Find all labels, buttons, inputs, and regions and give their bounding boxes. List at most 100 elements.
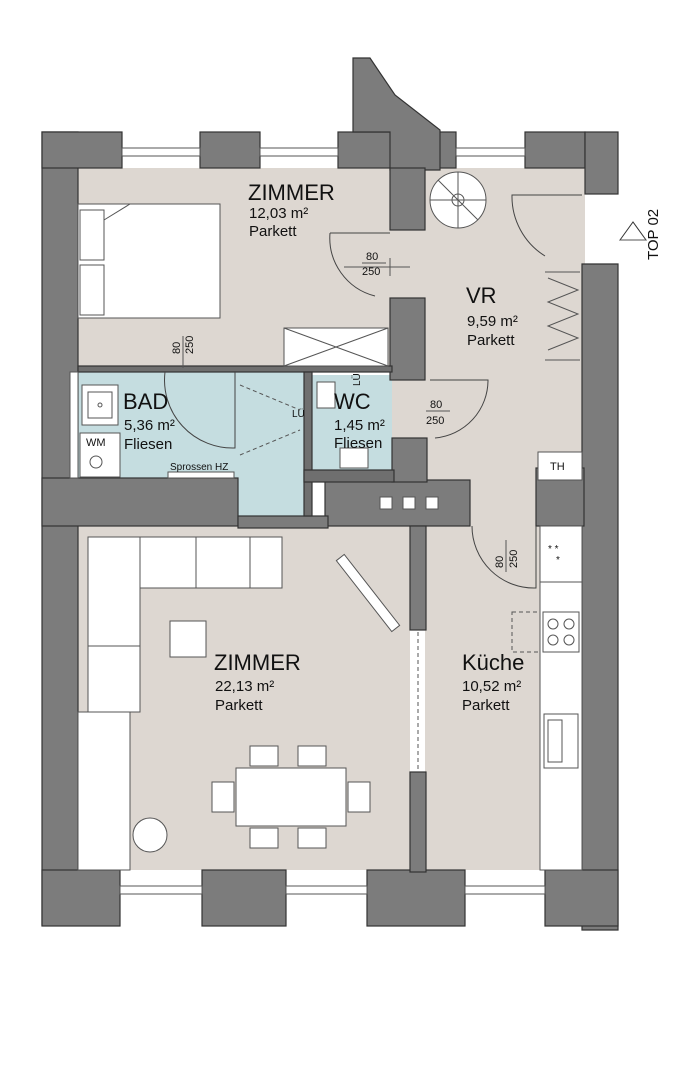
wall-bottom-4 (544, 869, 619, 927)
room-name-zimmer-big: ZIMMER (214, 650, 301, 675)
sideboard (77, 711, 131, 871)
garderobe (545, 271, 580, 361)
room-area-vr: 9,59 m² (467, 313, 518, 330)
wall-bottom-2 (201, 869, 287, 927)
misc-labels: WM TH Sprossen HZ LÜ LÜ TOP 02 (86, 209, 662, 473)
wall-inner-h3 (41, 477, 239, 527)
coffee-table (169, 620, 207, 658)
door-bad-height: 250 (184, 336, 196, 354)
window-top-1 (121, 147, 201, 157)
shaft-3 (425, 496, 439, 510)
door-bad-width: 80 (171, 342, 183, 354)
room-area-zimmer-top: 12,03 m² (249, 205, 308, 222)
chair-6 (347, 781, 371, 813)
dining-table (235, 767, 347, 827)
wardrobe-x2 (283, 327, 389, 367)
room-name-bad: BAD (123, 389, 168, 414)
shower-swing (239, 384, 301, 456)
floor-kueche-link (468, 480, 538, 528)
room-floor-zimmer-big: Parkett (215, 697, 263, 714)
door-wc-width: 80 (430, 399, 442, 411)
window-bottom-1 (119, 885, 203, 895)
wall-top-1 (41, 131, 123, 169)
door-entry-swing (511, 194, 582, 257)
wall-wc-bottom (303, 469, 395, 483)
room-area-bad: 5,36 m² (124, 417, 175, 434)
window-bottom-3 (464, 885, 546, 895)
chair-3 (249, 827, 279, 849)
bathroom-sink (81, 384, 119, 426)
wall-inner-v3 (409, 525, 427, 631)
entry-arrow-icon (619, 221, 647, 241)
door-wc-swing (430, 379, 489, 439)
room-floor-kueche: Parkett (462, 697, 510, 714)
room-area-kueche: 10,52 m² (462, 678, 521, 695)
room-floor-wc: Fliesen (334, 435, 382, 452)
wall-top-5 (584, 131, 619, 195)
fridge-star-icon: * * (548, 544, 559, 555)
wall-bottom-1 (41, 869, 121, 927)
kitchen-sink (543, 713, 579, 769)
th-label: TH (550, 461, 565, 473)
wall-inner-h4 (237, 515, 329, 529)
shaft-2 (402, 496, 416, 510)
door-bad-swing (164, 371, 236, 449)
kitchen-counter (539, 525, 583, 871)
room-floor-bad: Fliesen (124, 436, 172, 453)
room-area-wc: 1,45 m² (334, 417, 385, 434)
sprossen-label: Sprossen HZ (170, 462, 228, 473)
plant-icon (132, 817, 168, 853)
tv (335, 553, 401, 633)
room-floor-zimmer-top: Parkett (249, 223, 297, 240)
wc-toilet (339, 447, 369, 469)
door-zimmer1-height: 250 (362, 266, 380, 278)
lue-label-shower: LÜ (292, 408, 305, 420)
windows (69, 147, 546, 895)
top-label: TOP 02 (645, 209, 662, 260)
room-area-zimmer-big: 22,13 m² (215, 678, 274, 695)
room-name-vr: VR (466, 283, 497, 308)
washing-machine (79, 432, 121, 478)
floor-shower (238, 370, 304, 518)
kitchen-stove (542, 611, 580, 653)
wall-inner-v4 (409, 771, 427, 873)
window-bottom-2 (285, 885, 368, 895)
wall-inner-v1 (389, 167, 426, 231)
wall-left (41, 131, 79, 926)
door-dimensions: 80 250 250 80 80 250 250 80 (171, 251, 520, 572)
window-top-2 (259, 147, 339, 157)
wm-label: WM (86, 437, 106, 449)
wc-basin (316, 381, 336, 409)
wall-top-2 (199, 131, 261, 169)
radiator-bad (167, 471, 235, 479)
bed-pillow-2 (79, 264, 105, 316)
fridge-star-icon-2: * (556, 555, 560, 566)
door-zimmer1-width: 80 (366, 251, 378, 263)
shaft-1 (379, 496, 393, 510)
wall-wc-left (303, 371, 313, 517)
wall-top-4 (524, 131, 586, 169)
door-wc-height: 250 (426, 415, 444, 427)
th-box (537, 451, 583, 481)
floor-vr-corridor (390, 230, 430, 300)
wall-inner-h1 (324, 479, 471, 527)
chair-4 (297, 827, 327, 849)
chair-2 (297, 745, 327, 767)
room-name-zimmer-top: ZIMMER (248, 180, 335, 205)
bed-blanket-fold (103, 203, 131, 221)
door-kueche-height: 250 (508, 550, 520, 568)
wall-bottom-3 (366, 869, 466, 927)
doors (164, 194, 647, 770)
washing-machine-drum-icon (89, 455, 103, 469)
lue-label-wc: LÜ (351, 373, 363, 386)
chair-1 (249, 745, 279, 767)
door-zimmer1-swing (329, 232, 390, 297)
wall-inner-v2 (389, 297, 426, 381)
bed-pillow-1 (79, 209, 105, 261)
wall-entry-wedge (352, 57, 441, 171)
wall-wc-right (391, 437, 428, 483)
room-labels: ZIMMER 12,03 m² Parkett VR 9,59 m² Parke… (123, 180, 524, 714)
furniture: * * * (77, 171, 583, 871)
room-name-wc: WC (334, 389, 371, 414)
